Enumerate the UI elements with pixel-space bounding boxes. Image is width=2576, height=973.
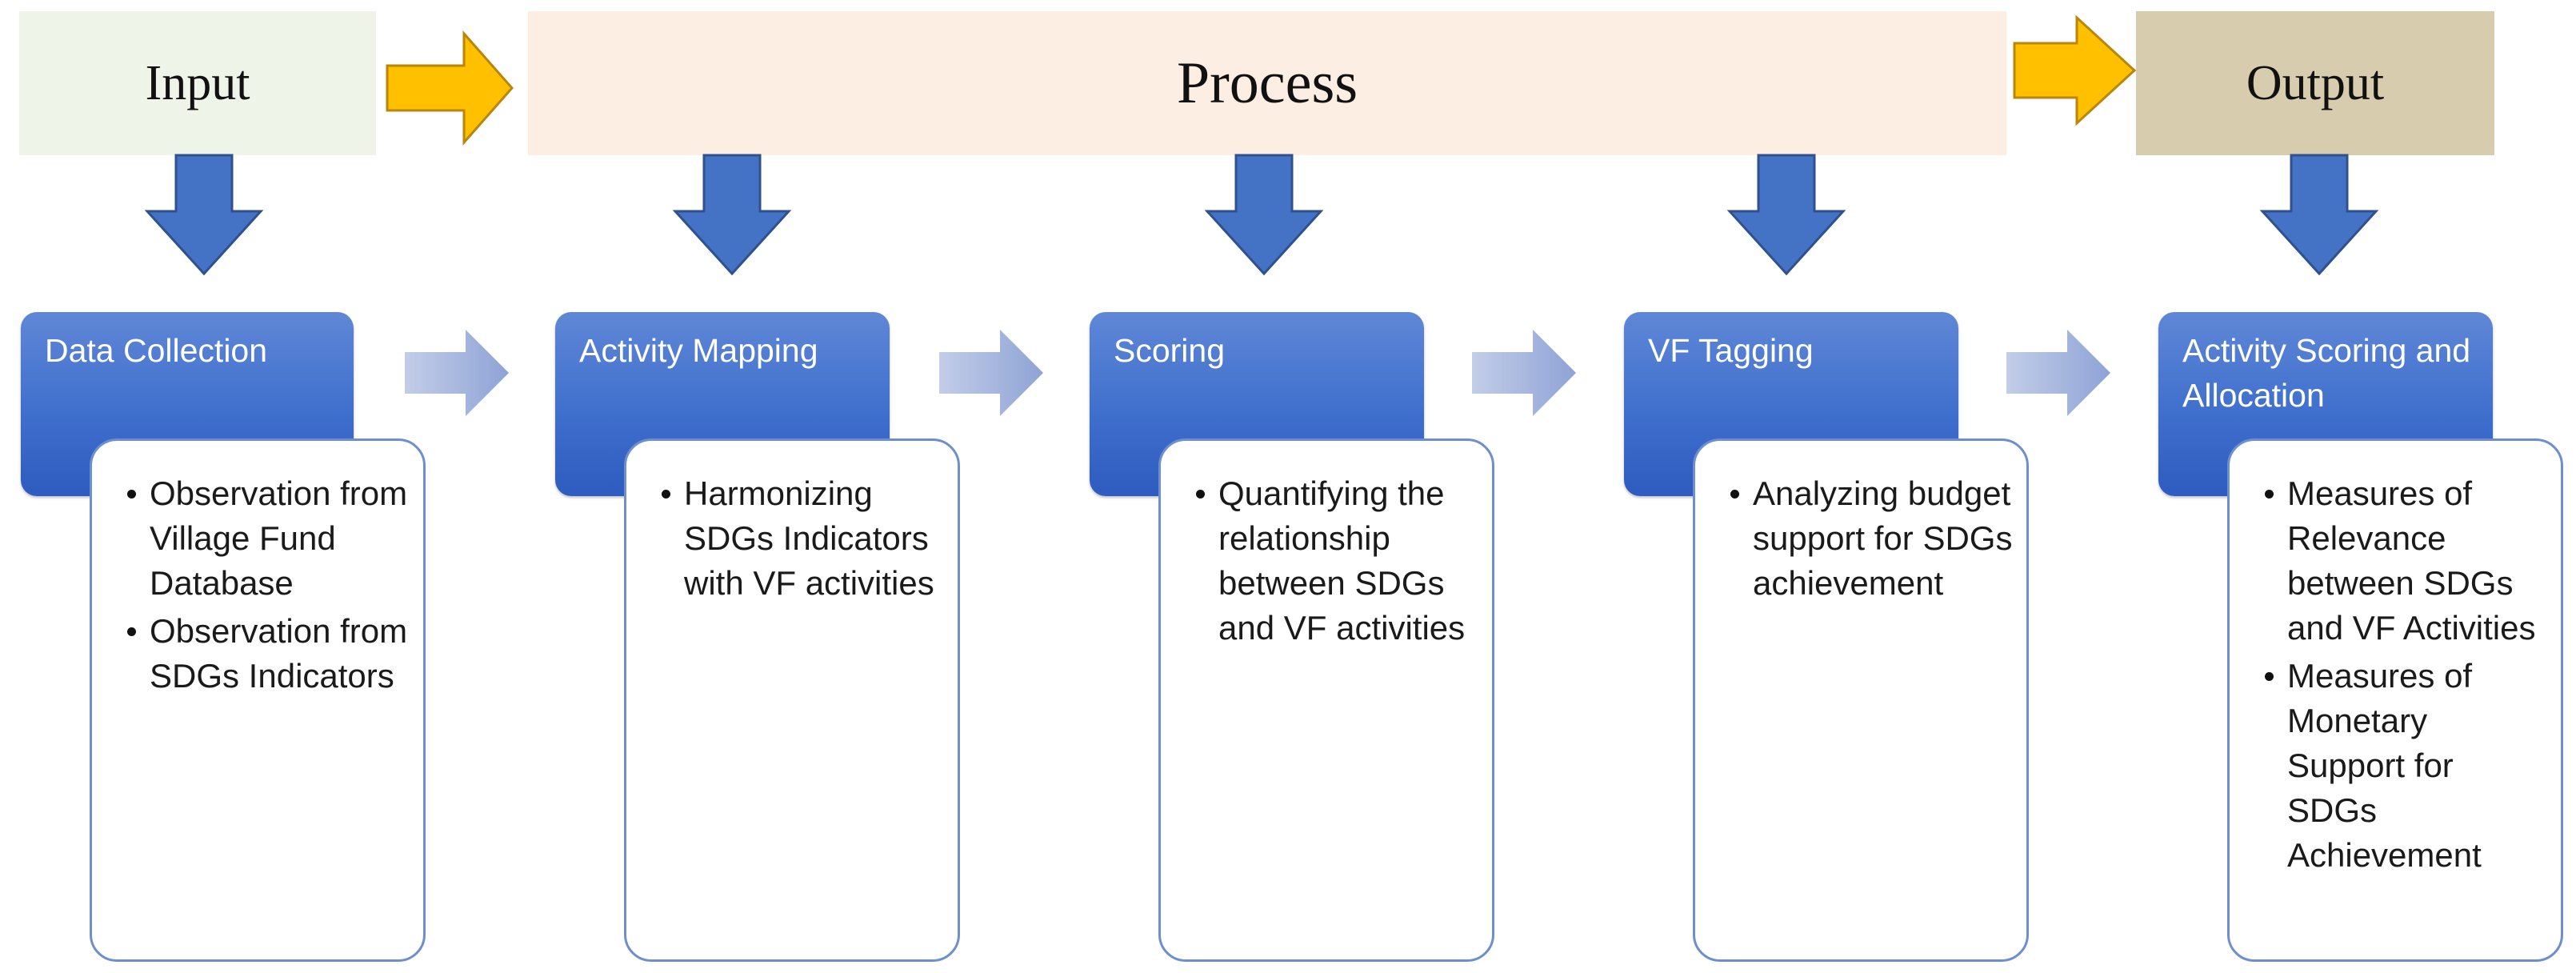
step-title: Scoring [1114, 332, 1226, 369]
detail-vf-tagging: Analyzing budget support for SDGs achiev… [1693, 438, 2029, 962]
step-title: VF Tagging [1648, 332, 1814, 369]
detail-activity-mapping: Harmonizing SDGs Indicators with VF acti… [624, 438, 960, 962]
bullet-item: Harmonizing SDGs Indicators with VF acti… [662, 471, 945, 606]
process-phase-band: Process [528, 11, 2006, 155]
down-arrow-icon [2259, 154, 2379, 276]
flow-arrow-icon [2006, 330, 2110, 416]
bullet-list: Analyzing budget support for SDGs achiev… [1711, 471, 2014, 606]
bullet-item: Observation from SDGs Indicators [127, 609, 410, 699]
bullet-item: Measures of Monetary Support for SDGs Ac… [2265, 654, 2548, 878]
output-phase-label: Output [2246, 55, 2385, 110]
detail-scoring: Quantifying the relationship between SDG… [1158, 438, 1494, 962]
bullet-item: Quantifying the relationship between SDG… [1196, 471, 1479, 651]
input-phase-band: Input [19, 11, 376, 155]
step-title: Activity Mapping [579, 332, 818, 369]
phase-arrow-icon [2013, 14, 2137, 126]
bullet-list: Harmonizing SDGs Indicators with VF acti… [642, 471, 945, 606]
step-title: Activity Scoring and Allocation [2182, 332, 2471, 414]
bullet-item: Measures of Relevance between SDGs and V… [2265, 471, 2548, 651]
bullet-item: Analyzing budget support for SDGs achiev… [1730, 471, 2014, 606]
process-phase-label: Process [1176, 50, 1358, 116]
bullet-list: Observation from Village Fund Database O… [108, 471, 410, 699]
down-arrow-icon [144, 154, 264, 276]
down-arrow-icon [672, 154, 792, 276]
flow-arrow-icon [939, 330, 1043, 416]
bullet-list: Measures of Relevance between SDGs and V… [2246, 471, 2548, 878]
detail-activity-scoring-allocation: Measures of Relevance between SDGs and V… [2227, 438, 2563, 962]
down-arrow-icon [1204, 154, 1324, 276]
flow-arrow-icon [405, 330, 509, 416]
detail-data-collection: Observation from Village Fund Database O… [90, 438, 426, 962]
bullet-list: Quantifying the relationship between SDG… [1177, 471, 1479, 651]
down-arrow-icon [1726, 154, 1846, 276]
input-phase-label: Input [145, 55, 250, 110]
phase-arrow-icon [386, 30, 514, 146]
flow-arrow-icon [1472, 330, 1576, 416]
step-title: Data Collection [45, 332, 268, 369]
bullet-item: Observation from Village Fund Database [127, 471, 410, 606]
output-phase-band: Output [2136, 11, 2494, 155]
